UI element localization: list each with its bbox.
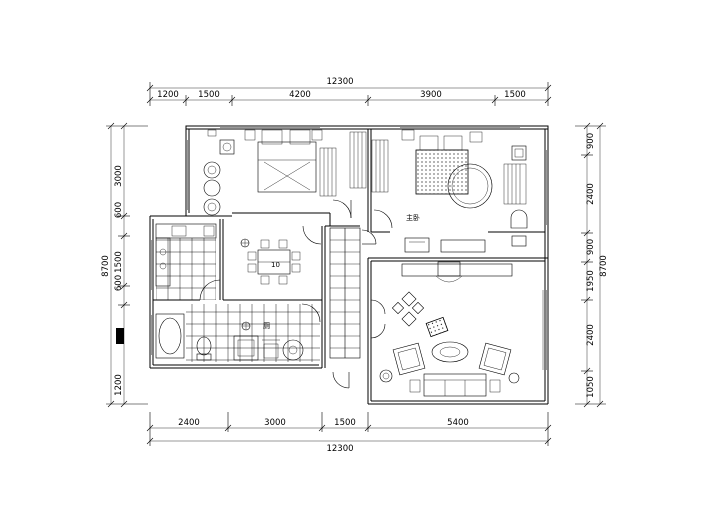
living-room xyxy=(370,261,520,397)
left-dimension-3: 1500 xyxy=(114,251,124,273)
right-dimension-6: 1050 xyxy=(586,376,596,398)
dining-room: 10 xyxy=(240,225,322,285)
left-dimension-1: 3000 xyxy=(114,165,124,187)
bottom-overall-dimension: 12300 xyxy=(326,444,353,454)
bathroom: 厕 xyxy=(155,303,321,362)
top-dimension-5: 1500 xyxy=(504,90,526,100)
staircase xyxy=(329,199,377,389)
left-dimension-5: 1200 xyxy=(114,374,124,396)
top-overall-dimension: 12300 xyxy=(326,77,353,87)
bottom-dimension-2: 3000 xyxy=(264,418,286,428)
left-overall-dimension: 8700 xyxy=(101,255,111,277)
bath-label: 厕 xyxy=(263,322,270,330)
right-dimension-5: 2400 xyxy=(586,324,596,346)
right-dimension-2: 2400 xyxy=(586,183,596,205)
master-bedroom-label: 主卧 xyxy=(406,213,420,222)
top-dimension-3: 4200 xyxy=(289,90,311,100)
bottom-dimension-3: 1500 xyxy=(334,418,356,428)
kitchen xyxy=(155,223,221,301)
left-dimension-4: 600 xyxy=(114,275,124,291)
right-dimension-1: 900 xyxy=(586,133,596,149)
right-dimension-4: 1950 xyxy=(586,270,596,292)
bottom-dimension-group: 2400 3000 1500 5400 12300 xyxy=(146,412,552,454)
dining-table-label: 10 xyxy=(271,261,280,269)
walls xyxy=(149,125,549,405)
bottom-dimension-1: 2400 xyxy=(178,418,200,428)
top-dimension-4: 3900 xyxy=(420,90,442,100)
right-dimension-3: 900 xyxy=(586,239,596,255)
master-bedroom: 主卧 xyxy=(349,129,528,253)
bedroom-one xyxy=(203,129,337,216)
left-dimension-group: 8700 3000 600 1500 600 1200 xyxy=(101,122,148,408)
right-dimension-group: 900 2400 900 1950 2400 1050 8700 xyxy=(575,122,609,408)
top-dimension-group: 12300 1200 1500 4200 3900 1500 xyxy=(146,77,552,106)
right-overall-dimension: 8700 xyxy=(599,255,609,277)
top-dimension-1: 1200 xyxy=(157,90,179,100)
windows xyxy=(151,127,547,370)
bottom-dimension-4: 5400 xyxy=(447,418,469,428)
left-dimension-2: 600 xyxy=(114,202,124,218)
top-dimension-2: 1500 xyxy=(198,90,220,100)
